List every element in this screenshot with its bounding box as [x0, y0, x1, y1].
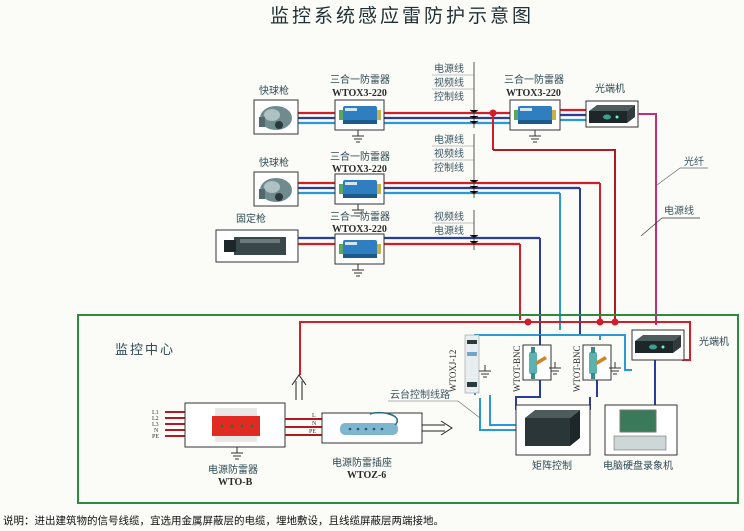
trunk-lines: [493, 113, 657, 335]
arrester-icon: [339, 180, 381, 198]
svg-text:电源线: 电源线: [664, 204, 694, 217]
svg-text:L1: L1: [152, 410, 159, 416]
control-arrester-model: WTOXJ-12: [448, 350, 458, 392]
wire-labels-group-2: 电源线 视频线 控制线: [432, 133, 475, 198]
arrester-3: 三合一防雷器 WTOX3-220: [330, 210, 390, 277]
svg-text:电源线: 电源线: [434, 62, 464, 75]
monitor-center-boundary: [77, 314, 739, 504]
svg-text:WTOX3-220: WTOX3-220: [332, 224, 387, 235]
svg-text:三合一防雷器: 三合一防雷器: [330, 210, 390, 223]
arrester-1: 三合一防雷器 WTOX3-220: [330, 73, 390, 143]
box-camera-icon: [224, 237, 286, 255]
fiber-callout: 光纤: [656, 155, 708, 186]
power-callout: 电源线: [640, 204, 700, 237]
svg-text:云台控制线路: 云台控制线路: [390, 388, 450, 401]
svg-text:L3: L3: [152, 422, 159, 428]
svg-text:电源线: 电源线: [434, 224, 464, 237]
svg-text:WTOT-BNC: WTOT-BNC: [572, 345, 582, 392]
arrester-2: 三合一防雷器 WTOX3-220: [330, 150, 390, 217]
row-2-camera-link: [298, 181, 600, 195]
svg-text:矩阵控制: 矩阵控制: [532, 459, 572, 472]
wire-labels-group-3: 视频线 电源线: [432, 210, 475, 250]
center-power-bus: [299, 318, 691, 431]
optical-transceiver-top: 光端机: [585, 82, 639, 128]
arrester-icon: [339, 106, 381, 124]
bnc-arrester-1: WTOT-BNC: [512, 344, 562, 392]
svg-text:L: L: [312, 413, 316, 419]
monitor-center-label: 监控中心: [115, 343, 175, 358]
svg-text:视频线: 视频线: [434, 76, 464, 89]
control-line-arrester: WTOXJ-12: [448, 334, 492, 394]
power-socket: 电源防雷插座 WTOZ-6: [321, 411, 423, 481]
power-input-lines: L1 L2 L3 N PE: [152, 410, 185, 440]
ptz-control-callout: 云台控制线路: [388, 388, 481, 419]
svg-text:WTOZ-6: WTOZ-6: [347, 470, 386, 481]
svg-text:N: N: [154, 428, 159, 434]
dvr-recorder: 电脑硬盘录象机: [603, 404, 678, 472]
camera-2: 快球枪: [253, 156, 299, 207]
bnc-arrester-2: WTOT-BNC: [572, 344, 622, 392]
ground-icon: [528, 129, 542, 143]
svg-text:N: N: [312, 421, 317, 427]
svg-text:三合一防雷器: 三合一防雷器: [504, 73, 564, 86]
wire-break-marks: [469, 109, 479, 245]
arrester-1-model: WTOX3-220: [332, 88, 387, 99]
row-1-camera-link: [298, 108, 586, 125]
svg-text:WTOX3-220: WTOX3-220: [332, 164, 387, 175]
svg-text:视频线: 视频线: [434, 210, 464, 223]
camera-1-label: 快球枪: [259, 84, 289, 97]
right-arrow-icon: [422, 420, 453, 436]
arrester-4: 三合一防雷器 WTOX3-220: [504, 73, 564, 143]
arrester-icon: [514, 106, 556, 124]
socket-input-lines: L N PE: [285, 413, 322, 436]
svg-text:三合一防雷器: 三合一防雷器: [330, 150, 390, 163]
power-arrester: L1 L2 L3 N PE 电源防雷器 WTO-B: [152, 402, 286, 488]
svg-text:控制线: 控制线: [434, 90, 464, 103]
svg-text:光纤: 光纤: [684, 155, 704, 168]
matrix-controller: 矩阵控制: [515, 404, 591, 472]
camera-1: 快球枪: [253, 84, 299, 135]
svg-text:WTOT-BNC: WTOT-BNC: [512, 345, 522, 392]
svg-text:L2: L2: [152, 416, 159, 422]
ground-icon: [478, 364, 492, 378]
ground-icon: [351, 129, 365, 143]
ground-icon: [351, 263, 365, 277]
svg-text:WTO-B: WTO-B: [218, 477, 253, 488]
optical-transceiver-icon: [635, 335, 681, 353]
svg-text:PE: PE: [309, 429, 316, 435]
wire-labels-group-1: 电源线 视频线 控制线: [432, 62, 475, 128]
svg-text:固定枪: 固定枪: [236, 212, 266, 225]
arrester-icon: [339, 240, 381, 258]
arrester-1-label: 三合一防雷器: [330, 73, 390, 86]
ground-icon: [230, 446, 244, 460]
svg-text:电脑硬盘录象机: 电脑硬盘录象机: [603, 459, 673, 472]
svg-text:光端机: 光端机: [595, 82, 625, 95]
up-arrow-icon: [291, 374, 307, 400]
svg-text:WTOX3-220: WTOX3-220: [506, 88, 561, 99]
footnote: 说明：进出建筑物的信号线缆，宜选用金属屏蔽层的电缆，埋地敷设，且线缆屏蔽层两端接…: [3, 514, 444, 527]
diagram-title: 监控系统感应雷防护示意图: [270, 5, 534, 27]
svg-text:视频线: 视频线: [434, 147, 464, 160]
svg-text:快球枪: 快球枪: [259, 156, 289, 169]
row-3-camera-link: [298, 236, 540, 246]
svg-text:电源防雷器: 电源防雷器: [208, 463, 258, 476]
optical-transceiver-icon: [589, 105, 635, 123]
svg-text:光端机: 光端机: [699, 335, 729, 348]
svg-text:控制线: 控制线: [434, 161, 464, 174]
svg-text:电源线: 电源线: [434, 133, 464, 146]
optical-transceiver-center: 光端机: [631, 329, 729, 361]
svg-text:PE: PE: [152, 434, 159, 440]
svg-text:电源防雷插座: 电源防雷插座: [332, 456, 392, 469]
camera-3: 固定枪: [215, 212, 299, 263]
